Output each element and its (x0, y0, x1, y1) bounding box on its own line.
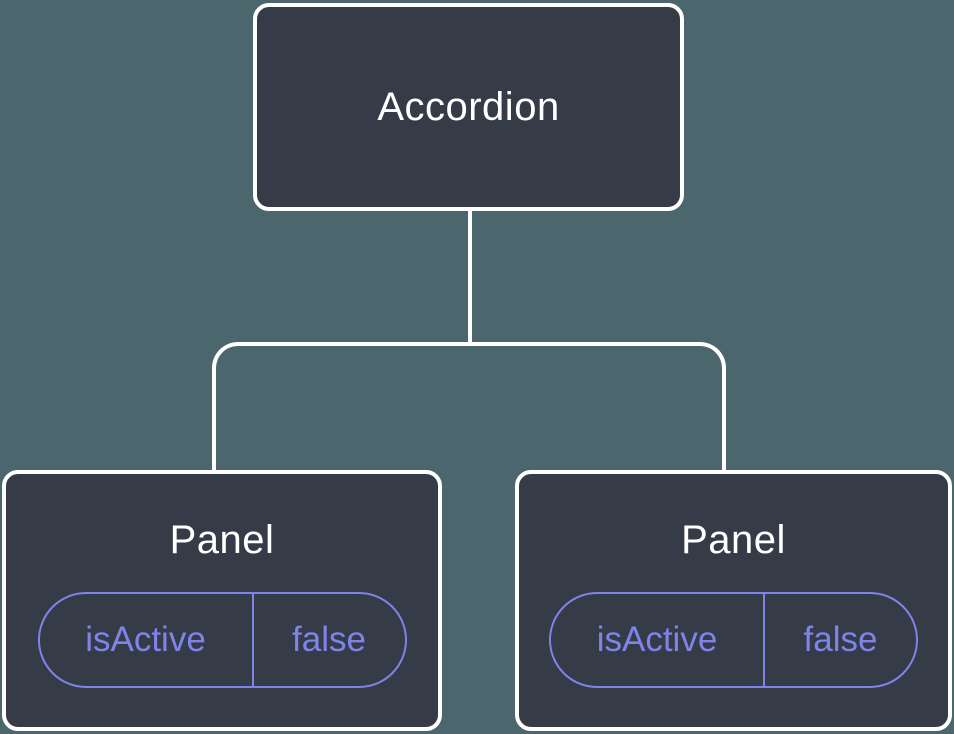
state-name: isActive (551, 594, 765, 686)
connector-stem (468, 209, 472, 346)
connector-branch (212, 342, 726, 470)
accordion-node: Accordion (253, 3, 684, 211)
state-value: false (803, 620, 878, 659)
panel-node-left: Panel isActive false (2, 470, 442, 731)
state-value: false (292, 620, 366, 659)
panel-label: Panel (169, 518, 275, 562)
state-pill: isActive false (37, 592, 407, 688)
accordion-label: Accordion (377, 85, 560, 129)
state-pill: isActive false (549, 592, 918, 688)
panel-node-right: Panel isActive false (515, 470, 952, 731)
state-name: isActive (40, 594, 254, 686)
panel-label: Panel (681, 518, 786, 562)
